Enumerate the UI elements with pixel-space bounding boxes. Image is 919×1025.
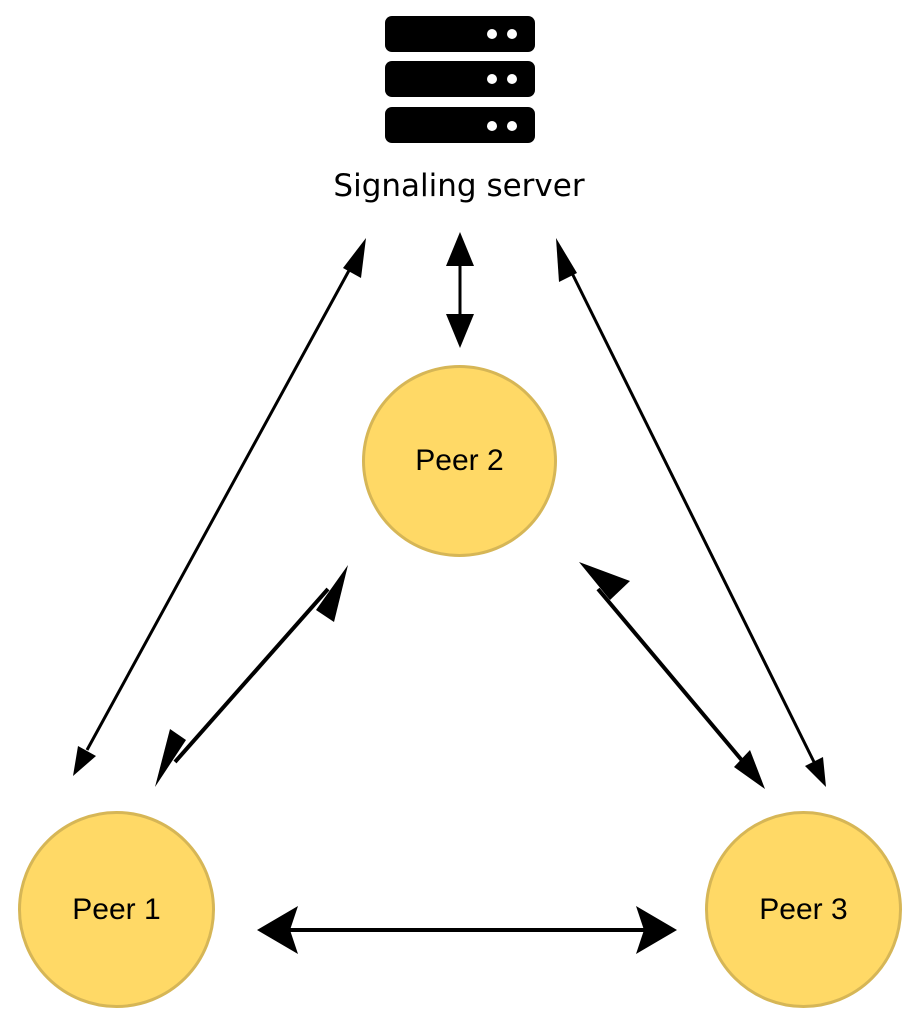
peer-3-node: Peer 3	[705, 811, 902, 1008]
server-label: Signaling server	[333, 168, 585, 204]
peer-1-label: Peer 1	[72, 892, 161, 926]
arrow-peer1-peer2	[155, 565, 348, 787]
arrow-peer2-peer3	[579, 562, 765, 789]
peer-3-label: Peer 3	[759, 892, 848, 926]
arrow-server-peer1	[73, 238, 366, 776]
server-rack-2	[385, 61, 535, 97]
server-rack-3	[385, 107, 535, 143]
server-icon	[385, 16, 535, 143]
peer-2-label: Peer 2	[415, 444, 504, 477]
arrow-server-peer3	[556, 238, 826, 787]
arrow-peer1-peer3	[257, 906, 677, 954]
server-rack-1	[385, 16, 535, 52]
peer-2-node: Peer 2	[362, 365, 557, 557]
arrow-server-peer2	[446, 232, 474, 348]
peer-1-node: Peer 1	[18, 811, 215, 1008]
